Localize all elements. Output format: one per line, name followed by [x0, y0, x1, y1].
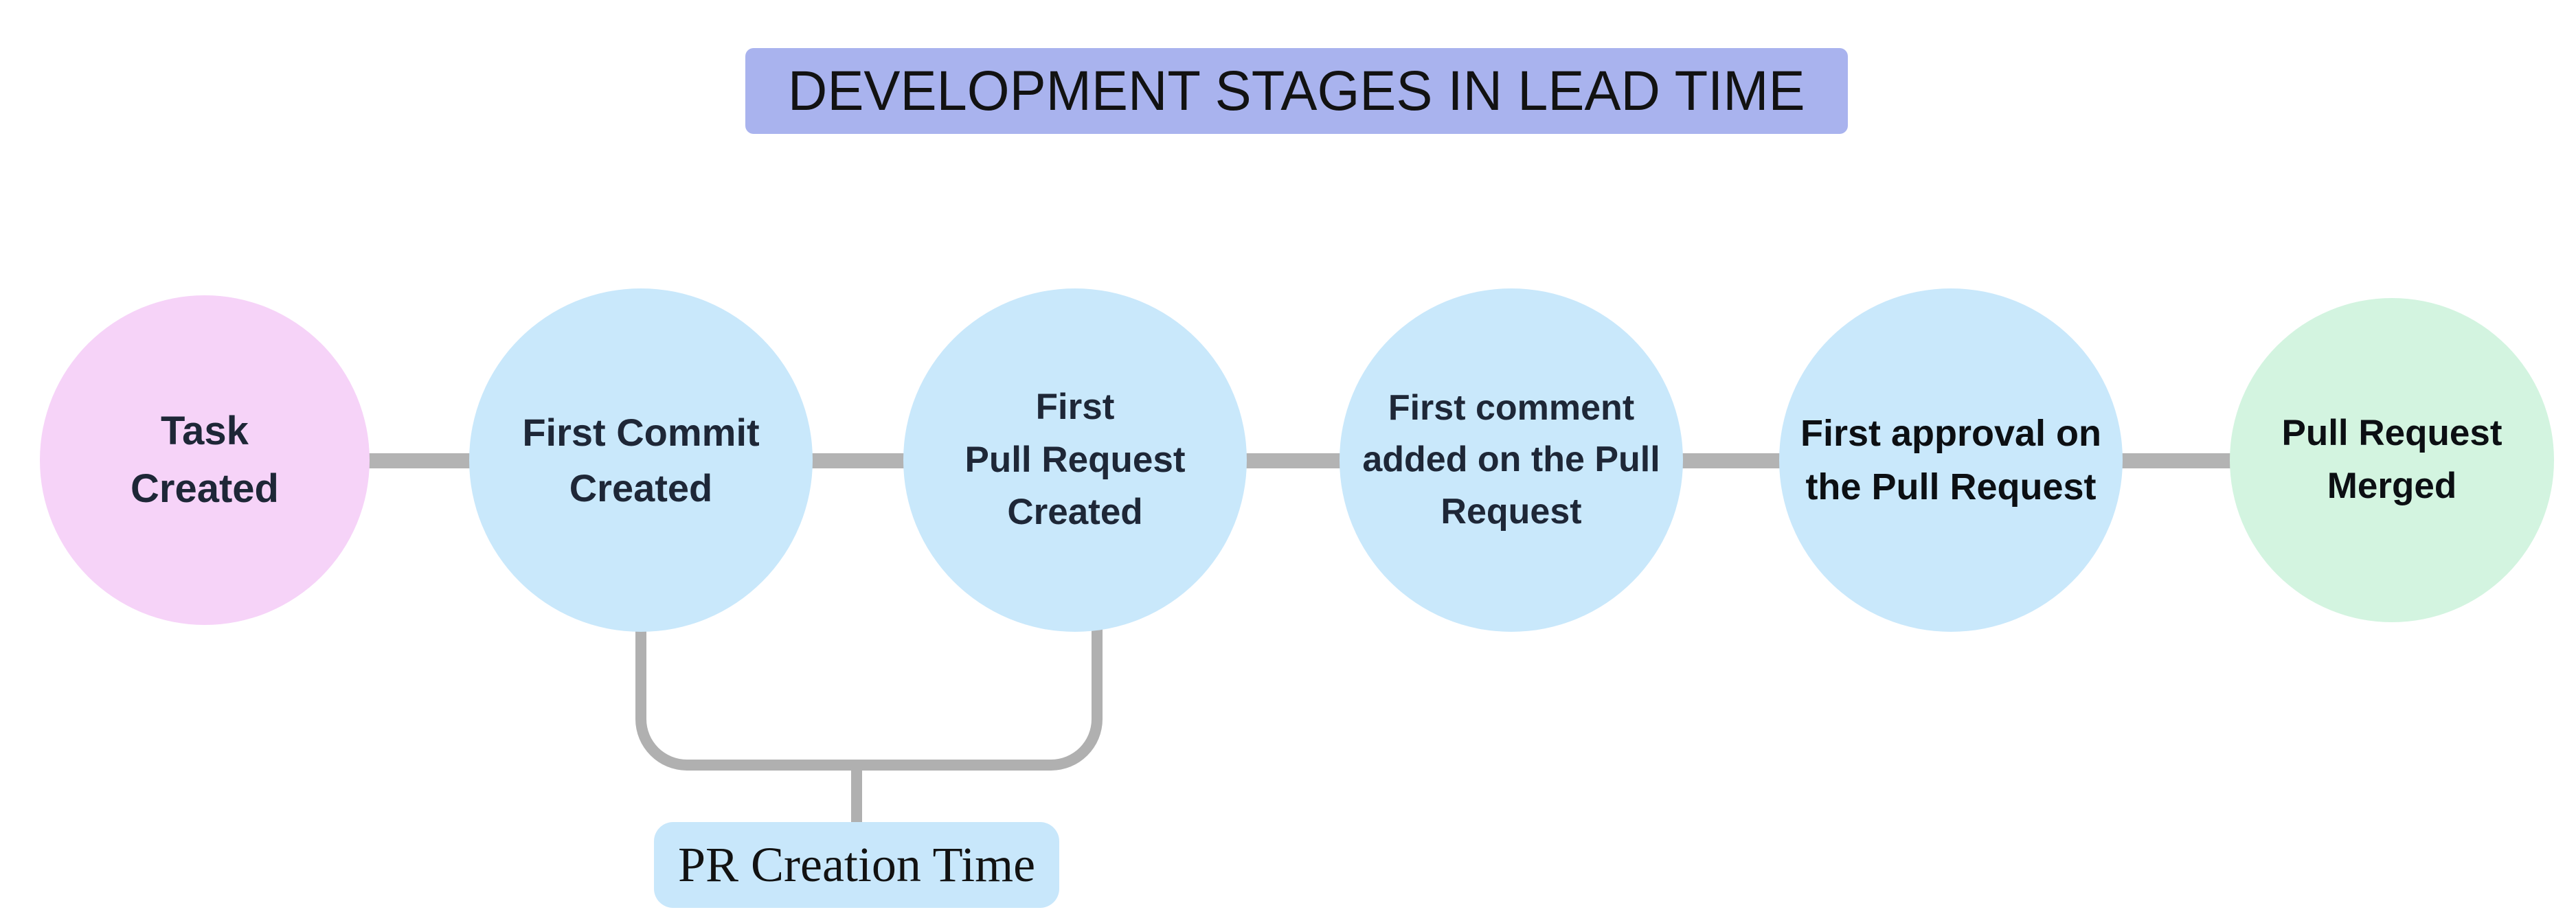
- stage-label-first-pull-request-created: First Pull Request Created: [964, 386, 1186, 533]
- stage-node-first-comment-added: First comment added on the Pull Request: [1340, 288, 1683, 632]
- stage-node-first-approval: First approval on the Pull Request: [1779, 288, 2123, 632]
- pr-creation-time-label: PR Creation Time: [677, 837, 1036, 892]
- title-banner: DEVELOPMENT STAGES IN LEAD TIME: [745, 48, 1848, 134]
- stage-node-pull-request-merged: Pull Request Merged: [2230, 298, 2554, 622]
- page-title: DEVELOPMENT STAGES IN LEAD TIME: [788, 59, 1805, 122]
- stage-node-task-created: Task Created: [40, 295, 370, 625]
- stage-label-first-comment-added: First comment added on the Pull Request: [1362, 387, 1660, 532]
- stage-node-first-commit-created: First Commit Created: [469, 288, 813, 632]
- pr-creation-time-bracket-stem: [851, 760, 862, 825]
- stage-node-first-pull-request-created: First Pull Request Created: [903, 288, 1247, 632]
- pr-creation-time-bracket: [635, 625, 1103, 771]
- pr-creation-time-label-box: PR Creation Time: [654, 822, 1059, 908]
- stage-label-first-commit-created: First Commit Created: [522, 410, 760, 510]
- stage-label-pull-request-merged: Pull Request Merged: [2281, 413, 2502, 506]
- stage-label-first-approval: First approval on the Pull Request: [1800, 412, 2102, 508]
- stage-label-task-created: Task Created: [131, 408, 279, 511]
